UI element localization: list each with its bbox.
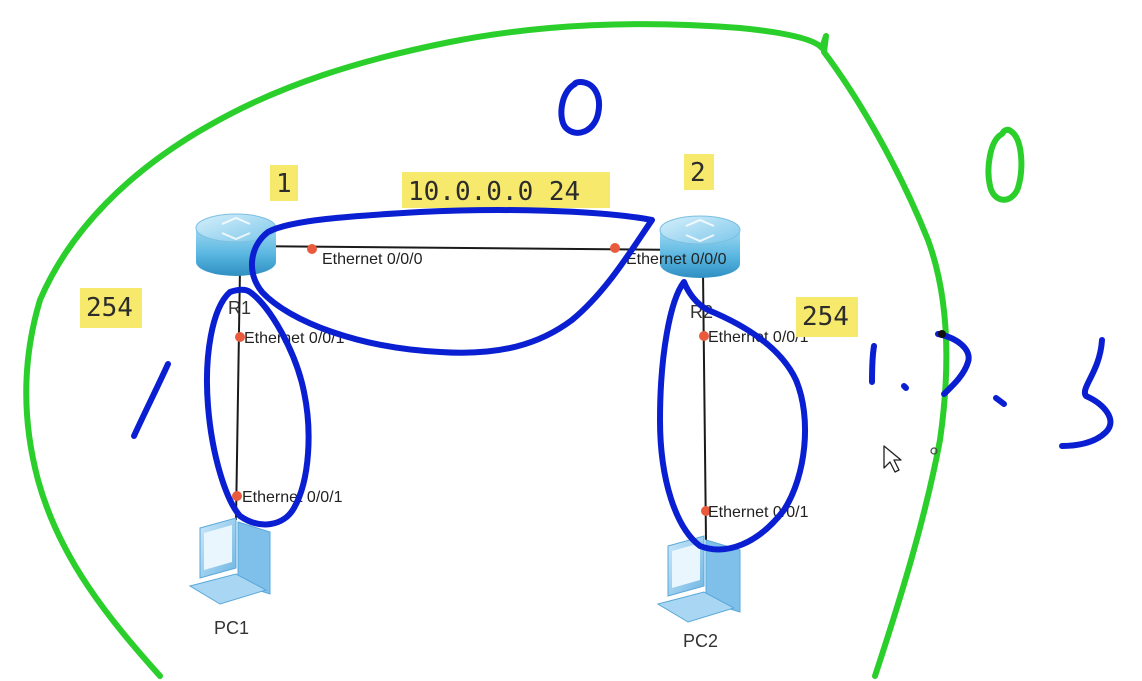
link-r1-r2	[235, 245, 693, 251]
port-r2-eth000	[610, 243, 620, 253]
router-icon	[195, 213, 277, 276]
pc1-label: PC1	[214, 618, 249, 638]
green-area-boundary	[23, 21, 950, 679]
pc2-label: PC2	[683, 631, 718, 651]
svg-text:2: 2	[690, 158, 706, 188]
iface-label-r1-eth001: Ethernet 0/0/1	[244, 330, 345, 347]
svg-text:254: 254	[86, 293, 133, 323]
link-r1-pc1	[235, 267, 241, 521]
svg-text:1: 1	[276, 169, 292, 199]
handwritten-zero-top	[558, 79, 602, 136]
pc-pc2[interactable]: PC2	[656, 535, 741, 651]
note-r1-lan-host: 254	[80, 288, 142, 328]
handwritten-digits-right	[869, 330, 1114, 449]
note-link-subnet: 10.0.0.0 24	[402, 172, 610, 208]
link-r2-pc2	[702, 271, 707, 541]
mouse-cursor-icon	[883, 445, 938, 473]
router-r1-label: R1	[228, 298, 251, 318]
note-router-id-2: 2	[684, 154, 714, 190]
pc-icon	[656, 535, 741, 623]
pc-icon	[188, 517, 271, 605]
port-pc1-eth001	[232, 491, 242, 501]
note-router-id-1: 1	[270, 165, 298, 201]
loop-r1-pc1-link	[203, 286, 312, 528]
router-r1[interactable]: R1	[195, 213, 277, 318]
loop-r2-pc2-link	[657, 279, 808, 553]
svg-text:254: 254	[802, 302, 849, 332]
iface-label-r1-eth000: Ethernet 0/0/0	[322, 251, 423, 268]
port-r1-eth000	[307, 244, 317, 254]
svg-text:10.0.0.0 24: 10.0.0.0 24	[408, 177, 580, 207]
port-pc2-eth001	[701, 506, 711, 516]
pc-pc1[interactable]: PC1	[188, 517, 271, 638]
iface-label-pc2-eth001: Ethernet 0/0/1	[708, 504, 809, 521]
port-r2-eth001	[699, 331, 709, 341]
port-r1-eth001	[235, 332, 245, 342]
loop-r1-r2-link	[248, 207, 655, 356]
note-r2-lan-host: 254	[796, 297, 858, 337]
handwritten-one-left	[131, 361, 171, 439]
iface-label-pc1-eth001: Ethernet 0/0/1	[242, 489, 343, 506]
iface-label-r2-eth000: Ethernet 0/0/0	[626, 251, 727, 268]
router-r2[interactable]: R2	[659, 215, 741, 322]
router-icon	[659, 215, 741, 278]
handwritten-zero-right	[985, 126, 1025, 203]
